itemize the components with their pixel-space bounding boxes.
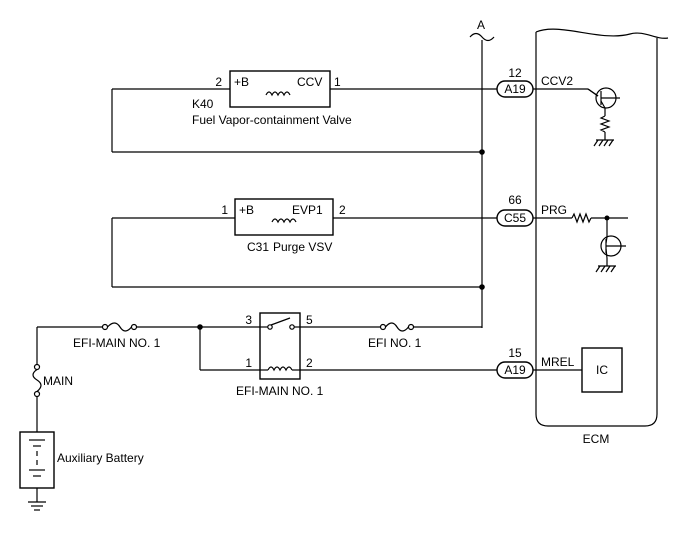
- vsv-name: Purge VSV: [273, 240, 332, 254]
- ecm-connector-ccv2: A19 12 CCV2: [496, 66, 599, 98]
- ic-box: [581, 347, 623, 393]
- efi-main-relay: 3 5 1 2 EFI-MAIN NO. 1: [236, 312, 324, 398]
- ecm-connector-mrel: A19 15 MREL: [496, 346, 582, 379]
- ccv-name: Fuel Vapor-containment Valve: [192, 113, 352, 127]
- ccv-term-left: +B: [234, 75, 249, 89]
- ccv-pin-right: 1: [334, 75, 341, 89]
- branch-a-label: A: [477, 18, 485, 32]
- relay-pin-5: 5: [306, 313, 313, 327]
- vsv-pin-left: 1: [221, 203, 228, 217]
- ccv-term-right: CCV: [297, 75, 322, 89]
- relay-box: [259, 312, 301, 380]
- vsv-code: C31: [247, 240, 269, 254]
- connector-code: C55: [504, 211, 526, 225]
- ccv-code: K40: [192, 97, 214, 111]
- relay-label: EFI-MAIN NO. 1: [236, 384, 324, 398]
- ccv-pin-left: 2: [215, 75, 222, 89]
- ecm-block: ECM: [535, 28, 669, 446]
- ground-icon: [28, 501, 46, 511]
- connector-code: A19: [504, 363, 526, 377]
- main-fusible-link-label: MAIN: [43, 374, 73, 388]
- connector-signal: PRG: [541, 203, 567, 217]
- connector-signal: CCV2: [541, 74, 573, 88]
- ccv-valve-box: [229, 70, 331, 108]
- ground-icon: [595, 265, 616, 273]
- ecm-label: ECM: [583, 432, 610, 446]
- vsv-coil-icon: [271, 218, 297, 224]
- purge-vsv-box: [234, 198, 334, 236]
- ecm-connector-prg: C55 66 PRG: [496, 193, 628, 237]
- junction-dot: [479, 149, 485, 155]
- power-circuit: EFI-MAIN NO. 1 EFI NO. 1 MAIN: [32, 322, 497, 432]
- battery-cell-icon: [29, 439, 45, 477]
- connector-signal: MREL: [541, 355, 575, 369]
- efi-main-fuse-icon: [107, 322, 132, 332]
- connector-pin: 15: [508, 346, 522, 360]
- junction-dot: [479, 284, 485, 290]
- prg-transistor: [595, 235, 626, 273]
- relay-pin-2: 2: [306, 356, 313, 370]
- connector-pin: 66: [508, 193, 522, 207]
- relay-pin-1: 1: [245, 356, 252, 370]
- relay-coil-icon: [267, 366, 293, 372]
- ccv2-transistor: [587, 87, 620, 147]
- battery-label: Auxiliary Battery: [57, 451, 144, 465]
- vsv-term-right: EVP1: [292, 203, 323, 217]
- efi-fuse-label: EFI NO. 1: [368, 336, 422, 350]
- ccv-circuit: +B CCV 2 1 K40 Fuel Vapor-containment Va…: [111, 70, 497, 155]
- purge-vsv-circuit: +B EVP1 1 2 C31 Purge VSV: [111, 198, 497, 290]
- connector-code: A19: [504, 82, 526, 96]
- relay-pin-3: 3: [245, 313, 252, 327]
- vsv-pin-right: 2: [339, 203, 346, 217]
- efi-fuse-icon: [385, 322, 409, 332]
- ground-icon: [593, 139, 614, 147]
- efi-main-fuse-label: EFI-MAIN NO. 1: [73, 336, 161, 350]
- vsv-term-left: +B: [239, 203, 254, 217]
- resistor-icon: [599, 115, 611, 133]
- branch-a: A: [469, 18, 495, 328]
- auxiliary-battery: Auxiliary Battery: [19, 431, 144, 511]
- connector-pin: 12: [508, 66, 522, 80]
- ccv-coil-icon: [265, 91, 291, 97]
- main-fusible-link-icon: [32, 369, 42, 392]
- resistor-icon: [571, 212, 592, 224]
- ic-label: IC: [596, 363, 608, 377]
- ecm-ic: IC: [581, 347, 623, 393]
